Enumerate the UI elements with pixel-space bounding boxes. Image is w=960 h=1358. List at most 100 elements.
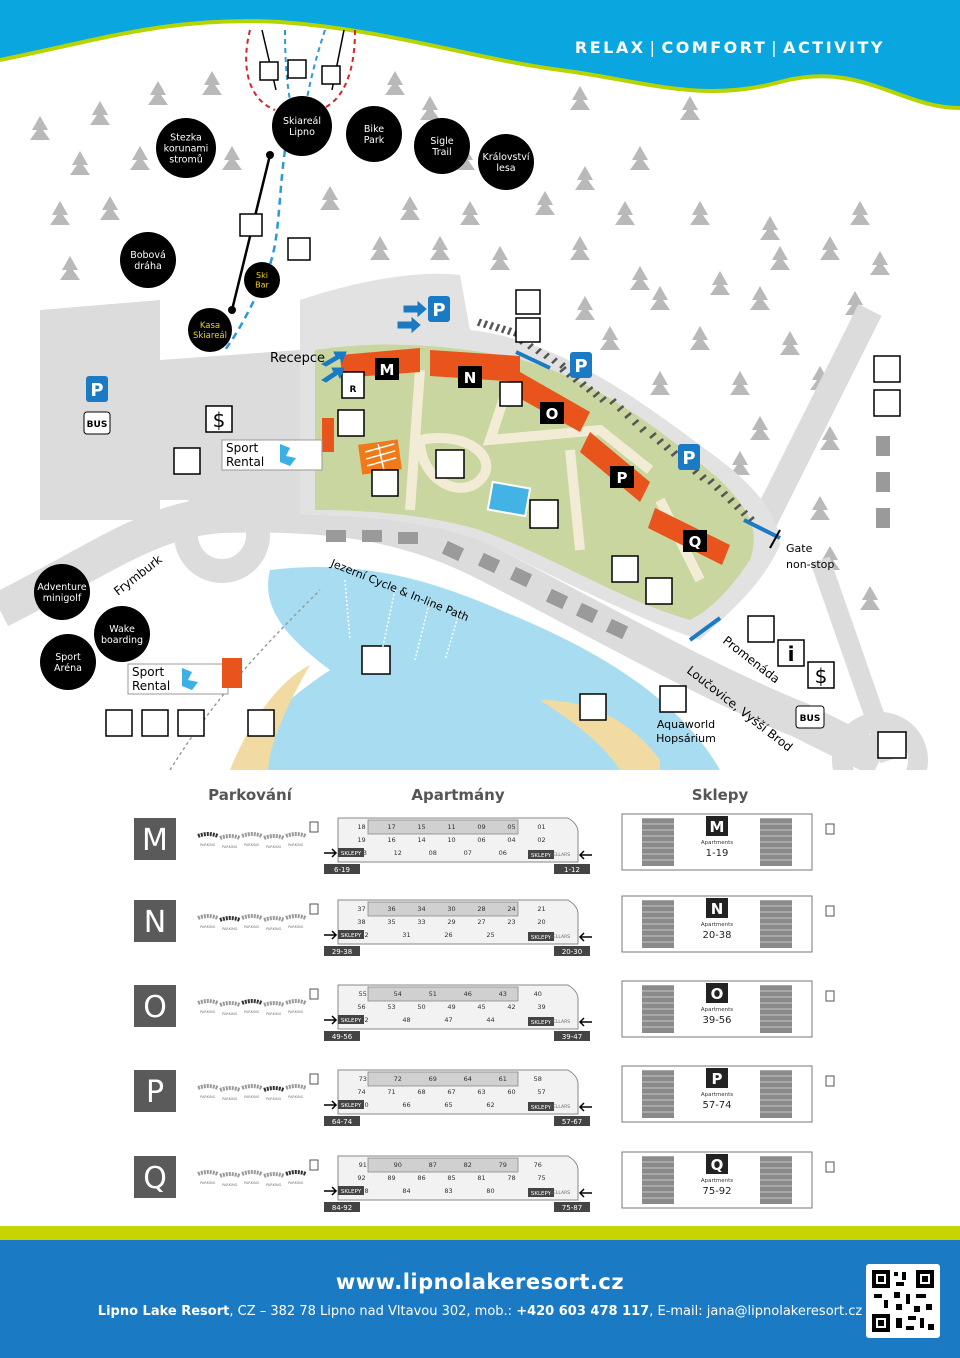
apartment-number: 32	[360, 931, 368, 939]
parking-label: PARKING	[200, 1095, 216, 1099]
apartment-number: 33	[417, 918, 425, 926]
sklepy-tag-left	[338, 848, 364, 857]
range-right: 20-30	[562, 948, 582, 956]
parking-stall	[500, 325, 507, 334]
apartment-number: 65	[444, 1101, 452, 1109]
parking-stall	[663, 444, 672, 451]
parking-label: PARKING	[266, 845, 282, 849]
parking-stall	[585, 386, 594, 393]
apartment-number: 42	[507, 1003, 515, 1011]
tree-icon	[630, 146, 650, 170]
sklepy-text: SKLEPY	[531, 1191, 552, 1197]
parking-label: PARKING	[244, 1010, 260, 1014]
sport-rental-text-2a: Sport	[132, 665, 165, 679]
apartment-upper-floor	[367, 1157, 519, 1173]
sunbathing-icon	[247, 709, 275, 737]
bus-sign-2	[795, 705, 825, 729]
phone-number[interactable]: +420 603 478 117	[516, 1304, 650, 1319]
sklepy-tag-left	[338, 1100, 364, 1109]
tree-icon	[570, 86, 590, 110]
tennis-court	[358, 439, 402, 475]
range-tag-left	[324, 946, 360, 956]
apartment-number: 31	[402, 931, 410, 939]
lock-icon	[825, 823, 835, 835]
tree-icon	[870, 251, 890, 275]
qr-code-icon[interactable]	[866, 1264, 940, 1338]
apartment-number: 21	[537, 905, 545, 913]
tree-icon	[570, 236, 590, 260]
apartment-number: 30	[447, 905, 455, 913]
parking-stall	[616, 405, 625, 412]
parking-stall	[624, 412, 632, 419]
sport-rental-text-2b: Rental	[132, 679, 170, 693]
apartment-number: 82	[464, 1161, 472, 1169]
parking-label: PARKING	[244, 1095, 260, 1099]
bus-sign-1	[83, 411, 111, 435]
parking-label: PARKING	[288, 1095, 304, 1099]
apartment-number: 52	[360, 1016, 368, 1024]
attraction-label: Stezka	[170, 132, 202, 143]
attraction-label: Trail	[431, 147, 451, 158]
cellar-letter-box	[706, 1068, 728, 1088]
tree-icon	[100, 196, 120, 220]
parking-label: PARKING	[200, 1010, 216, 1014]
parking-label: PARKING	[200, 1181, 216, 1185]
cellar-letter-box	[706, 983, 728, 1003]
website-url[interactable]: www.lipnolakeresort.cz	[335, 1270, 625, 1294]
cellar-letter: O	[711, 985, 724, 1003]
petanque-icon	[611, 555, 639, 583]
fireplace-icon	[515, 289, 541, 315]
apartment-number: 57	[537, 1088, 545, 1096]
legend-letter-box	[134, 1070, 176, 1112]
beach-right	[540, 700, 660, 770]
parking-label: PARKING	[244, 925, 260, 929]
apartment-number: 76	[534, 1161, 542, 1169]
attraction-circle	[244, 262, 280, 298]
arrow-icon	[324, 1186, 338, 1196]
legend-header-cellars: Sklepy	[692, 786, 749, 804]
parking-row	[197, 832, 219, 838]
parking-stall	[720, 490, 729, 498]
cellar-range: 20-38	[702, 930, 731, 941]
sklepy-tag-right	[528, 1102, 554, 1111]
parking-signs: P P P P	[86, 296, 700, 470]
apartment-number: 07	[464, 849, 472, 857]
attraction-label: Království	[483, 152, 530, 163]
sandbox-icon	[645, 577, 673, 605]
recepce-label: Recepce	[270, 351, 325, 366]
tree-icon	[460, 201, 480, 225]
sklepy-text: SKLEPY	[341, 851, 362, 857]
apartment-number: 36	[387, 905, 395, 913]
sklepy-tag-right	[528, 1188, 554, 1197]
legend-letter-box	[134, 985, 176, 1027]
tree-icon	[30, 116, 50, 140]
apartment-number: 50	[417, 1003, 425, 1011]
parking-row	[285, 1084, 307, 1090]
cellar-letter: M	[710, 818, 725, 836]
apartment-number: 84	[402, 1187, 410, 1195]
legend-letter: P	[146, 1075, 164, 1110]
attraction-circle	[272, 96, 332, 156]
apartment-number: 55	[359, 990, 367, 998]
apartments-word: Apartments	[701, 840, 733, 846]
sklepy-text: SKLEPY	[341, 1189, 362, 1195]
tree-icon	[780, 331, 800, 355]
parking-stall	[482, 320, 489, 329]
tree-icon	[710, 271, 730, 295]
range-tag-left	[324, 864, 360, 874]
apartment-number: 35	[387, 918, 395, 926]
attraction-label: Aréna	[54, 663, 82, 674]
email-address[interactable]: jana@lipnolakeresort.cz	[706, 1304, 863, 1319]
